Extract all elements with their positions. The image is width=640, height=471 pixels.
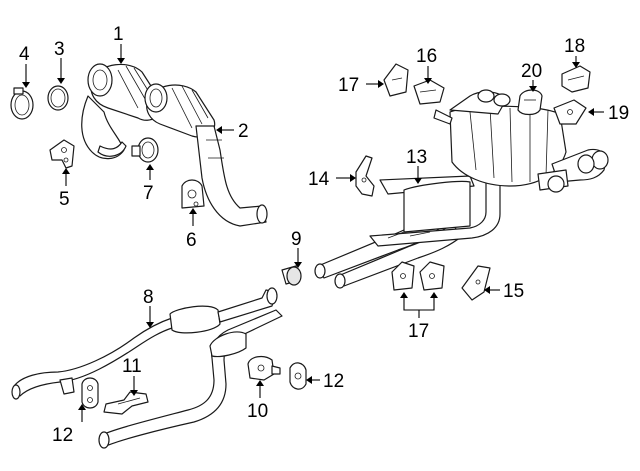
part-18-actuator[interactable] — [561, 65, 591, 93]
part-14-bracket[interactable] — [355, 155, 375, 197]
part-16-mount[interactable] — [413, 79, 445, 105]
part-17-hanger-right-bottom[interactable] — [419, 261, 445, 291]
part-9-clamp-sleeve[interactable] — [281, 265, 302, 286]
callout-12-left: 12 — [52, 425, 73, 446]
callout-8: 8 — [143, 287, 154, 308]
part-17-hanger-top[interactable] — [383, 63, 409, 97]
part-12-hanger-right[interactable] — [289, 362, 307, 390]
callout-2: 2 — [238, 121, 249, 142]
leader-lines — [22, 44, 604, 422]
callout-18: 18 — [564, 36, 585, 57]
part-11-bracket[interactable] — [103, 391, 149, 415]
part-13-rear-muffler[interactable] — [314, 89, 609, 289]
callout-7: 7 — [143, 183, 154, 204]
part-3-gasket[interactable] — [47, 85, 69, 111]
callout-17-bottom: 17 — [408, 321, 429, 342]
callout-6: 6 — [186, 230, 197, 251]
callout-4: 4 — [19, 44, 30, 65]
part-4-clamp[interactable] — [10, 87, 34, 120]
part-20-hose-clip[interactable] — [517, 89, 543, 116]
part-2-catalytic-converter-pipe[interactable] — [144, 83, 268, 227]
part-5-bracket[interactable] — [49, 139, 75, 169]
part-12-hanger-left[interactable] — [81, 377, 99, 409]
part-10-hanger[interactable] — [247, 355, 281, 381]
callout-17-top: 17 — [338, 75, 359, 96]
callout-3: 3 — [54, 39, 65, 60]
part-7-clamp[interactable] — [131, 137, 159, 163]
callout-19: 19 — [608, 103, 629, 124]
callout-15: 15 — [503, 281, 524, 302]
part-1-catalytic-converter[interactable] — [81, 63, 162, 160]
part-8-front-pipe-resonator[interactable] — [11, 287, 283, 449]
callout-labels: 1 2 3 4 5 6 7 8 9 10 11 12 12 13 14 15 1… — [19, 24, 629, 446]
callout-20: 20 — [521, 61, 542, 82]
callout-12-right: 12 — [323, 371, 344, 392]
callout-11: 11 — [122, 356, 142, 377]
callout-1: 1 — [113, 24, 124, 45]
callout-9: 9 — [291, 229, 302, 250]
callout-14: 14 — [308, 169, 330, 190]
part-17-hanger-left-bottom[interactable] — [391, 261, 415, 291]
part-15-bracket[interactable] — [461, 265, 491, 301]
callout-10: 10 — [247, 401, 268, 422]
part-19-bracket[interactable] — [553, 99, 587, 125]
part-6-flange-gasket[interactable] — [181, 179, 205, 209]
callout-16: 16 — [416, 46, 437, 67]
callout-5: 5 — [59, 189, 70, 210]
callout-13: 13 — [406, 147, 427, 168]
